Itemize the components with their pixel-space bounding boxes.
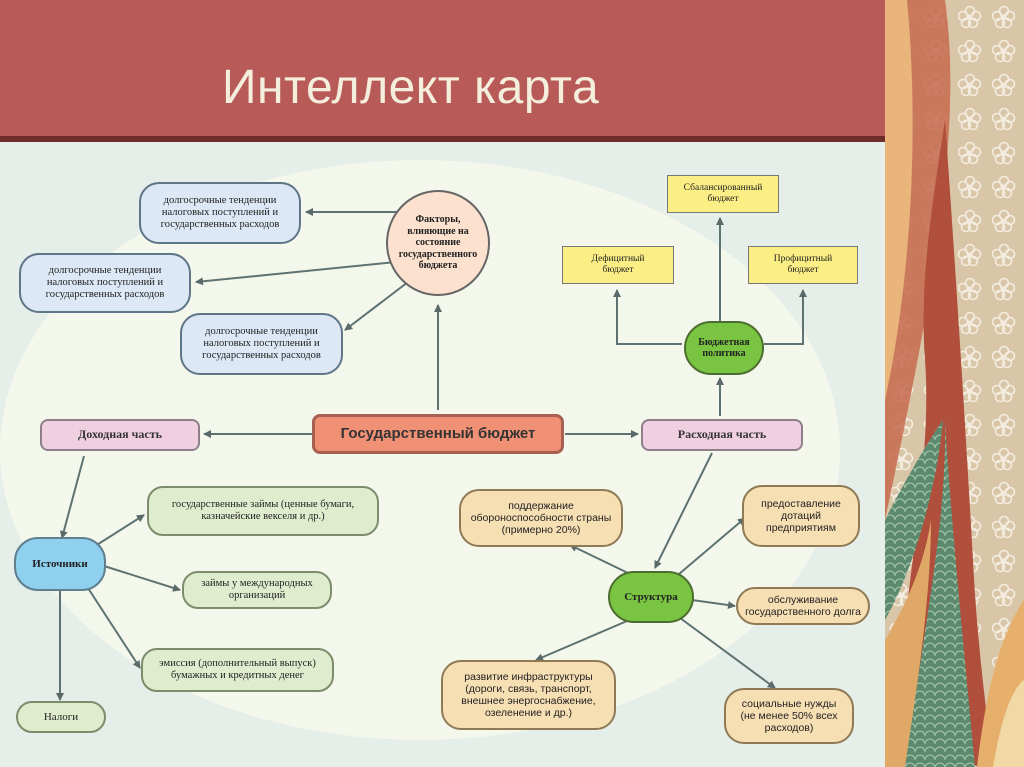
infrastructure-box: развитие инфраструктуры (дороги, связь, … [441,660,616,730]
factor-trend-box-2: долгосрочные тенденции налоговых поступл… [19,253,191,313]
emission-box: эмиссия (дополнительный выпуск) бумажных… [141,648,334,692]
header-divider [0,136,885,142]
factors-node: Факторы, влияющие на состояние государст… [386,190,490,296]
state-budget-node: Государственный бюджет [312,414,564,454]
structure-node: Структура [608,571,694,623]
slide-header [0,0,885,142]
slide-title: Интеллект карта [222,61,600,114]
expense-part-node: Расходная часть [641,419,803,451]
decorative-side-panel [885,0,1024,767]
factor-trend-box-1: долгосрочные тенденции налоговых поступл… [139,182,301,244]
budget-policy-node: Бюджетная политика [684,321,764,375]
intl-loans-box: займы у международных организаций [182,571,332,609]
defense-box: поддержание обороноспособности страны (п… [459,489,623,547]
factor-trend-box-3: долгосрочные тенденции налоговых поступл… [180,313,343,375]
connectors [0,160,840,740]
gov-loans-box: государственные займы (ценные бумаги, ка… [147,486,379,536]
sources-node: Источники [14,537,106,591]
debt-service-box: обслуживание государственного долга [736,587,870,625]
social-needs-box: социальные нужды (не менее 50% всех расх… [724,688,854,744]
deficit-budget-box: Дефицитный бюджет [562,246,674,284]
income-part-node: Доходная часть [40,419,200,451]
taxes-box: Налоги [16,701,106,733]
balanced-budget-box: Сбалансированный бюджет [667,175,779,213]
surplus-budget-box: Профицитный бюджет [748,246,858,284]
subsidies-box: предоставление дотаций предприятиям [742,485,860,547]
